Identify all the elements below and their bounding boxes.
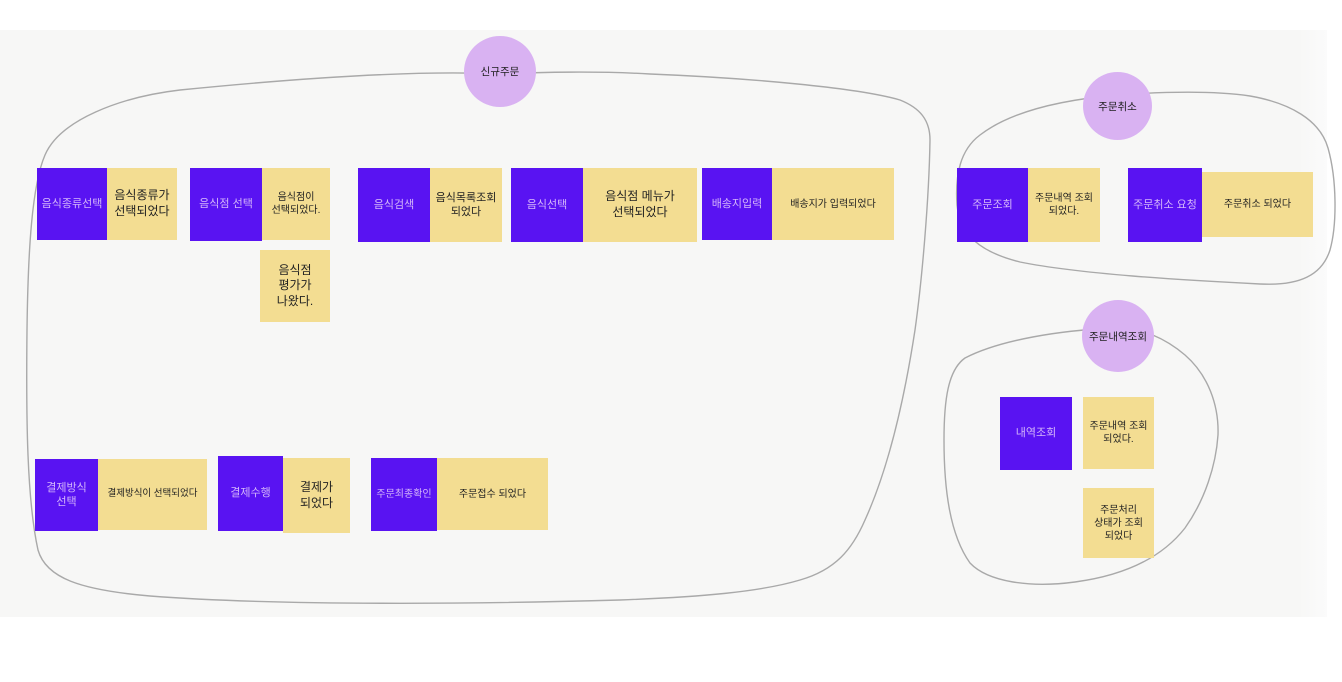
event-food-type-selected[interactable]: 음식종류가 선택되었다 [107,168,177,240]
event-payment-done[interactable]: 결제가 되었다 [283,458,350,533]
command-food-select[interactable]: 음식선택 [511,168,583,242]
command-order-lookup[interactable]: 주문조회 [957,168,1028,242]
command-payment-execute[interactable]: 결제수행 [218,456,283,531]
event-food-list-viewed[interactable]: 음식목록조회 되었다 [430,168,502,242]
event-order-received[interactable]: 주문접수 되었다 [437,458,548,530]
command-history-lookup[interactable]: 내역조회 [1000,397,1072,470]
event-menu-selected[interactable]: 음식점 메뉴가 선택되었다 [583,168,697,242]
bubble-order-history-label: 주문내역조회 [1089,330,1147,343]
event-order-status-viewed[interactable]: 주문처리 상태가 조회 되었다 [1083,488,1154,558]
event-address-entered[interactable]: 배송지가 입력되었다 [772,168,894,240]
event-restaurant-rated[interactable]: 음식점 평가가 나왔다. [260,250,330,322]
event-order-cancelled[interactable]: 주문취소 되었다 [1202,172,1313,237]
command-food-type-select[interactable]: 음식종류선택 [37,168,107,240]
event-order-history-viewed[interactable]: 주문내역 조회 되었다. [1028,168,1100,242]
event-history-viewed[interactable]: 주문내역 조회 되었다. [1083,397,1154,469]
event-restaurant-selected[interactable]: 음식점이 선택되었다. [262,168,330,240]
command-cancel-request[interactable]: 주문취소 요청 [1128,168,1202,242]
command-address-input[interactable]: 배송지입력 [702,168,772,240]
command-order-final-confirm[interactable]: 주문최종확인 [371,458,437,531]
bubble-new-order-label: 신규주문 [480,66,520,78]
command-restaurant-select[interactable]: 음식점 선택 [190,168,262,241]
bubble-cancel-order-label: 주문취소 [1098,100,1137,113]
bubble-new-order[interactable]: 신규주문 [464,36,536,107]
command-payment-method-select[interactable]: 결제방식 선택 [35,459,98,531]
bubble-cancel-order[interactable]: 주문취소 [1083,72,1152,140]
command-food-search[interactable]: 음식검색 [358,168,430,242]
bubble-order-history[interactable]: 주문내역조회 [1082,300,1154,372]
event-payment-method-selected[interactable]: 결제방식이 선택되었다 [98,459,207,530]
